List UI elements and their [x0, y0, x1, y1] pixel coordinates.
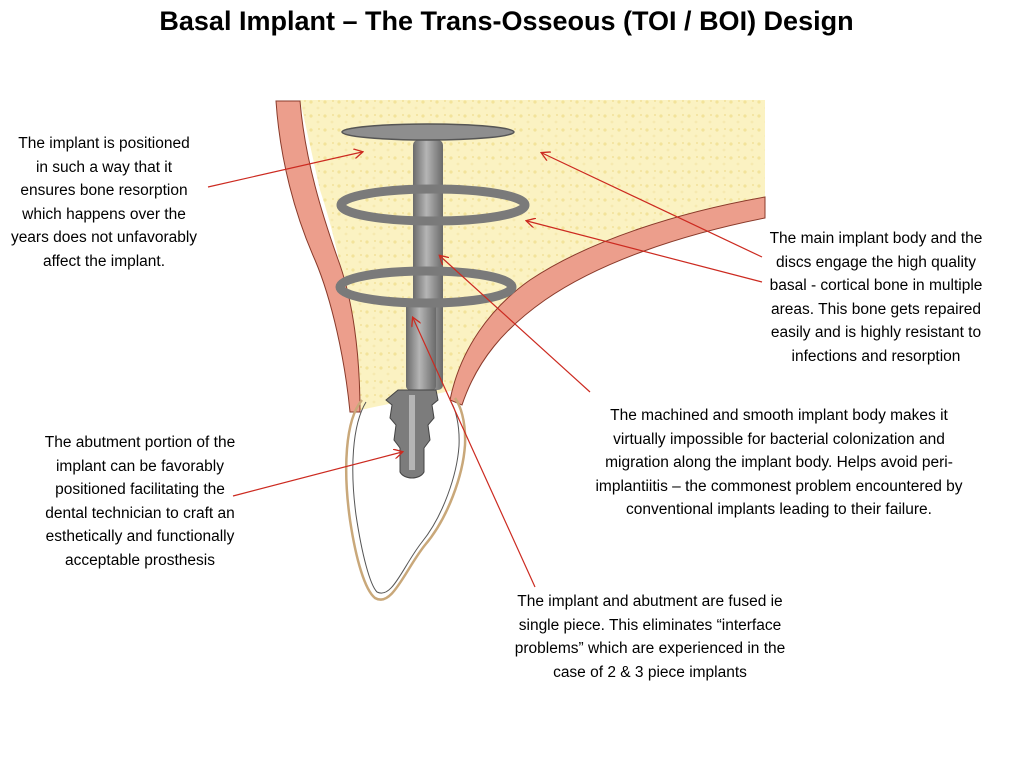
- crown-outline-inner: [352, 401, 460, 594]
- annotation-line: The machined and smooth implant body mak…: [610, 407, 948, 424]
- annotation-line: conventional implants leading to their f…: [626, 501, 932, 518]
- annotation-line: case of 2 & 3 piece implants: [553, 663, 747, 681]
- annotation-line: dental technician to craft an: [45, 504, 235, 522]
- annotation-line: virtually impossible for bacterial colon…: [613, 430, 945, 448]
- annotation-line: ensures bone resorption: [20, 182, 188, 199]
- leader-position: [207, 152, 362, 188]
- annotation-line: which happens over the: [22, 205, 186, 223]
- annotation-line: single piece. This eliminates “interface: [518, 616, 782, 634]
- annotation-abutment: The abutment portion of the implant can …: [26, 431, 254, 572]
- implant-disc-top: [341, 123, 515, 141]
- leader-abutment: [232, 452, 402, 497]
- page-title: Basal Implant – The Trans-Osseous (TOI /…: [159, 6, 854, 36]
- leader-body-disc: [527, 221, 763, 283]
- annotation-line: The implant and abutment are fused ie: [517, 593, 783, 610]
- annotation-line: areas. This bone gets repaired: [771, 300, 981, 318]
- annotation-line: easily and is highly resistant to: [770, 324, 982, 341]
- annotation-line: implant can be favorably: [55, 457, 224, 475]
- annotation-line: affect the implant.: [42, 252, 166, 270]
- annotation-line: acceptable prosthesis: [65, 551, 215, 569]
- annotation-fused-single-piece: The implant and abutment are fused ie si…: [498, 590, 802, 684]
- annotation-line: infections and resorption: [791, 347, 961, 365]
- annotation-line: The main implant body and the: [769, 230, 983, 247]
- leader-body-top: [542, 153, 763, 258]
- annotation-implant-body-discs: The main implant body and the discs enga…: [752, 227, 1000, 368]
- annotation-line: problems” which are experienced in the: [514, 640, 786, 657]
- cancellous-bone: [300, 100, 765, 410]
- implant-neck: [406, 300, 436, 390]
- crown-outline: [344, 397, 467, 601]
- annotation-line: basal - cortical bone in multiple: [769, 277, 983, 294]
- annotation-line: The abutment portion of the: [44, 434, 236, 451]
- implant-disc-middle: [336, 184, 530, 226]
- annotation-line: esthetically and functionally: [45, 528, 235, 545]
- annotation-line: The implant is positioned: [18, 135, 190, 152]
- implant-disc-bottom: [335, 266, 517, 308]
- annotation-line: in such a way that it: [35, 158, 173, 176]
- annotation-line: implantiitis – the commonest problem enc…: [595, 477, 963, 495]
- annotation-line: positioned facilitating the: [55, 481, 225, 498]
- annotation-line: years does not unfavorably: [10, 229, 198, 246]
- annotation-machined-body: The machined and smooth implant body mak…: [583, 404, 975, 522]
- annotation-line: discs engage the high quality: [776, 253, 976, 271]
- abutment-highlight: [409, 395, 415, 470]
- left-cortical-bone: [275, 100, 361, 413]
- leader-machined: [440, 256, 591, 393]
- leader-fused: [413, 318, 536, 588]
- annotation-implant-position: The implant is positioned in such a way …: [2, 132, 206, 273]
- annotation-line: migration along the implant body. Helps …: [605, 454, 953, 471]
